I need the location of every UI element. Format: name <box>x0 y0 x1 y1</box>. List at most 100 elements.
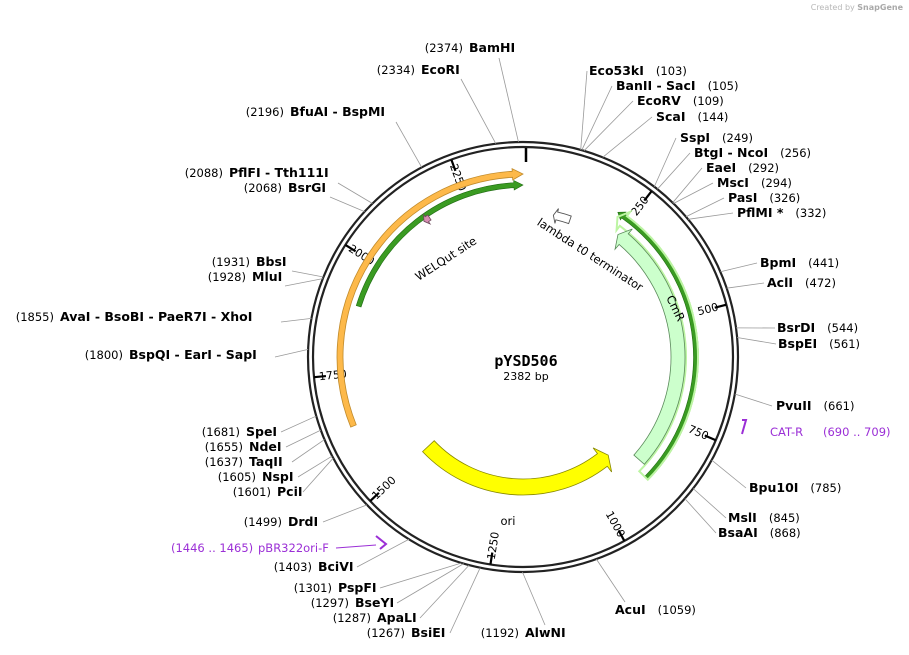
tick-mark-750 <box>704 434 717 442</box>
site-leader-pspfi <box>379 562 462 589</box>
site-leader-drdi <box>322 504 368 523</box>
tick-mark-1750 <box>313 374 327 379</box>
site-leader-bfuai <box>395 121 423 168</box>
features <box>422 208 686 496</box>
site-bspei: BspEI(561) <box>778 336 860 351</box>
site-pos-pcii: (1601) <box>233 485 271 499</box>
site-pos-bsrgi: (2068) <box>244 181 282 195</box>
site-acli: AclI (472) <box>767 275 836 290</box>
site-pos-eco53ki: (103) <box>656 64 687 78</box>
primer-cat-r-range: (690 .. 709) <box>823 425 891 439</box>
site-pos-bsiei: (1267) <box>367 626 405 640</box>
site-name-acui: AcuI <box>615 602 646 617</box>
site-leader-pflfi <box>337 182 373 204</box>
site-name-drdi: DrdI <box>288 514 318 529</box>
site-pos-bbsi: (1931) <box>212 255 250 269</box>
cmr-feature-arrow <box>614 228 686 465</box>
site-pos-ecori: (2334) <box>377 63 415 77</box>
site-leader-bsrgi <box>329 196 365 212</box>
site-ecori: (2334)EcoRI <box>377 62 460 77</box>
site-name-pflmi: PflMI * <box>737 205 784 220</box>
site-pos-ecorv: (109) <box>693 94 724 108</box>
site-pos-sspi: (249) <box>722 131 753 145</box>
credit-prefix: Created by <box>810 3 855 12</box>
site-leader-spei <box>280 415 317 433</box>
site-pflmi: PflMI *(332) <box>737 205 826 220</box>
site-bpmi: BpmI(441) <box>760 255 839 270</box>
site-pos-msli: (845) <box>769 511 800 525</box>
site-leader-nspi <box>297 455 333 478</box>
site-leader-btgi <box>657 152 691 190</box>
site-name-banii: BanII - SacI <box>616 78 696 93</box>
site-spei: (1681)SpeI <box>202 424 277 439</box>
site-bsiei: (1267)BsiEI <box>367 625 446 640</box>
site-name-acli: AclI <box>767 275 793 290</box>
plasmid-size: 2382 bp <box>503 370 548 383</box>
site-pos-bcivi: (1403) <box>274 560 312 574</box>
site-sspi: SspI(249) <box>680 130 753 145</box>
site-leader-pasi <box>685 197 725 218</box>
site-leader-ecorv <box>583 100 634 152</box>
site-bseyi: (1297)BseYI <box>311 595 394 610</box>
site-leader-bsaai <box>684 498 717 534</box>
site-bsaai: BsaAI(868) <box>718 525 801 540</box>
site-pos-bseyi: (1297) <box>311 596 349 610</box>
site-pos-acui: (1059) <box>658 603 696 617</box>
tick-label-250: 250 <box>628 194 651 219</box>
site-leader-avai <box>280 317 312 323</box>
site-leader-banii <box>581 85 613 151</box>
site-banii: BanII - SacI (105) <box>616 78 739 93</box>
site-leader-ecori <box>460 78 497 144</box>
site-pos-msci: (294) <box>761 176 792 190</box>
cmr-overlay-glow <box>615 209 699 482</box>
site-name-eco53ki: Eco53kI <box>589 63 644 78</box>
site-bspqi: (1800)BspQI - EarI - SapI <box>85 347 257 362</box>
site-name-bcivi: BciVI <box>318 559 354 574</box>
site-leader-alwni <box>522 571 546 626</box>
primer-pbr322ori-f-leader <box>335 544 377 549</box>
site-pflfi: (2088)PflFI - Tth111I <box>185 165 329 180</box>
site-leader-pvuii <box>734 393 773 407</box>
ori-label: ori <box>501 514 516 528</box>
tick-label-750: 750 <box>686 423 710 443</box>
site-pos-alwni: (1192) <box>481 626 519 640</box>
site-name-alwni: AlwNI <box>525 625 566 640</box>
site-eaei: EaeI(292) <box>706 160 779 175</box>
site-pos-bsaai: (868) <box>770 526 801 540</box>
site-pcii: (1601)PciI <box>233 484 303 499</box>
site-name-msli: MslI <box>728 510 757 525</box>
site-taqii: (1637)TaqII <box>205 454 283 469</box>
site-scai: ScaI(144) <box>656 109 728 124</box>
site-mlui: (1928)MluI <box>208 269 283 284</box>
welqut-site-label: WELQut site <box>413 234 480 284</box>
site-pos-drdi: (1499) <box>244 515 282 529</box>
primer-cat-r-name: CAT-R <box>770 425 803 439</box>
site-name-bspqi: BspQI - EarI - SapI <box>129 347 257 362</box>
site-pos-pvuii: (661) <box>824 399 855 413</box>
tick-label-1000: 1000 <box>603 509 628 540</box>
site-leader-bspei <box>737 337 777 345</box>
tick-mark-500 <box>714 303 727 309</box>
site-leader-mlui <box>284 278 323 287</box>
site-pos-bsrdi: (544) <box>827 321 858 335</box>
ori-feature-arrow <box>422 440 613 496</box>
site-pos-nspi: (1605) <box>218 470 256 484</box>
site-ecorv: EcoRV(109) <box>637 93 724 108</box>
site-leader-lines <box>274 57 777 634</box>
site-name-scai: ScaI <box>656 109 686 124</box>
tick-mark-1500 <box>369 491 380 502</box>
site-leader-scai <box>602 116 653 158</box>
site-pos-banii: (105) <box>708 79 739 93</box>
site-nspi: (1605)NspI <box>218 469 294 484</box>
site-leader-bpmi <box>720 262 758 273</box>
tick-label-1250: 1250 <box>485 531 502 561</box>
site-pos-acli: (472) <box>805 276 836 290</box>
tick-mark-2000 <box>344 243 357 253</box>
orange-overlay-arrow <box>336 167 524 428</box>
site-pos-ndei: (1655) <box>205 440 243 454</box>
site-leader-taqii <box>291 439 325 463</box>
site-leader-sspi <box>653 137 677 187</box>
site-leader-acui <box>596 558 626 603</box>
site-name-pspfi: PspFI <box>338 580 377 595</box>
tick-label-500: 500 <box>696 300 720 318</box>
